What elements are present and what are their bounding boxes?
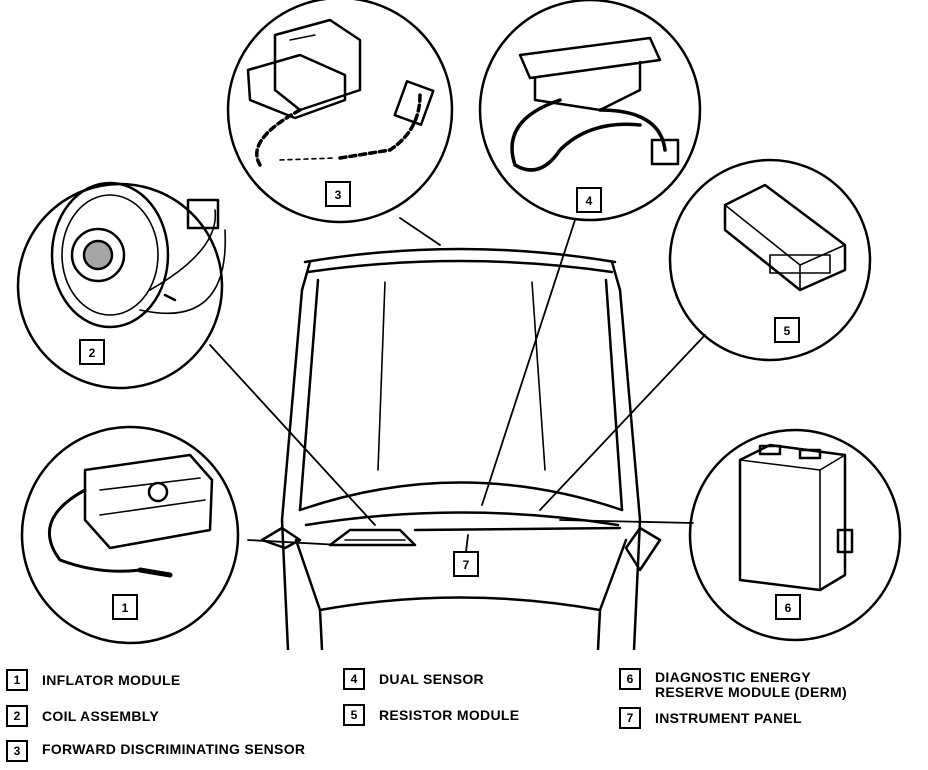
callout-5: 5	[784, 324, 791, 338]
derm-icon	[738, 443, 854, 592]
legend-label-inflator-module: INFLATOR MODULE	[42, 672, 181, 688]
legend-label-resistor-module: RESISTOR MODULE	[379, 707, 520, 723]
circle-derm	[688, 428, 902, 642]
legend-label-coil-assembly: COIL ASSEMBLY	[42, 708, 159, 724]
coil-assembly-icon	[50, 181, 227, 329]
legend-label-dual-sensor: DUAL SENSOR	[379, 671, 484, 687]
legend-label-forward-discriminating-sensor: FORWARD DISCRIMINATING SENSOR	[42, 741, 306, 757]
circle-dual-sensor	[478, 0, 702, 222]
resistor-module-icon	[723, 183, 847, 292]
dual-sensor-icon	[510, 36, 680, 172]
circle-forward-sensor	[226, 0, 454, 224]
legend-number-1: 1	[6, 669, 28, 691]
legend-number-5: 5	[343, 704, 365, 726]
inflator-module-icon	[48, 453, 214, 578]
legend-number-2: 2	[6, 705, 28, 727]
leader-lines	[209, 217, 706, 553]
callout-1: 1	[122, 601, 129, 615]
vehicle-outline	[260, 247, 662, 650]
callout-4: 4	[586, 194, 593, 208]
callout-7: 7	[463, 558, 470, 572]
circle-inflator-module	[20, 425, 240, 645]
legend-number-6: 6	[619, 668, 641, 690]
callout-3: 3	[335, 188, 342, 202]
legend-number-3: 3	[6, 740, 28, 762]
legend-number-4: 4	[343, 668, 365, 690]
forward-sensor-icon	[246, 18, 435, 167]
legend-label-derm: DIAGNOSTIC ENERGY RESERVE MODULE (DERM)	[655, 669, 847, 700]
callout-2: 2	[89, 346, 96, 360]
callout-6: 6	[785, 601, 792, 615]
circle-resistor-module	[668, 158, 872, 362]
legend-number-7: 7	[619, 707, 641, 729]
legend-label-instrument-panel: INSTRUMENT PANEL	[655, 710, 802, 726]
circle-coil-assembly	[16, 182, 224, 390]
airbag-component-diagram: 2 3 4 5 1 6 7	[16, 0, 902, 650]
callout-boxes: 2 3 4 5 1 6 7	[79, 181, 801, 620]
